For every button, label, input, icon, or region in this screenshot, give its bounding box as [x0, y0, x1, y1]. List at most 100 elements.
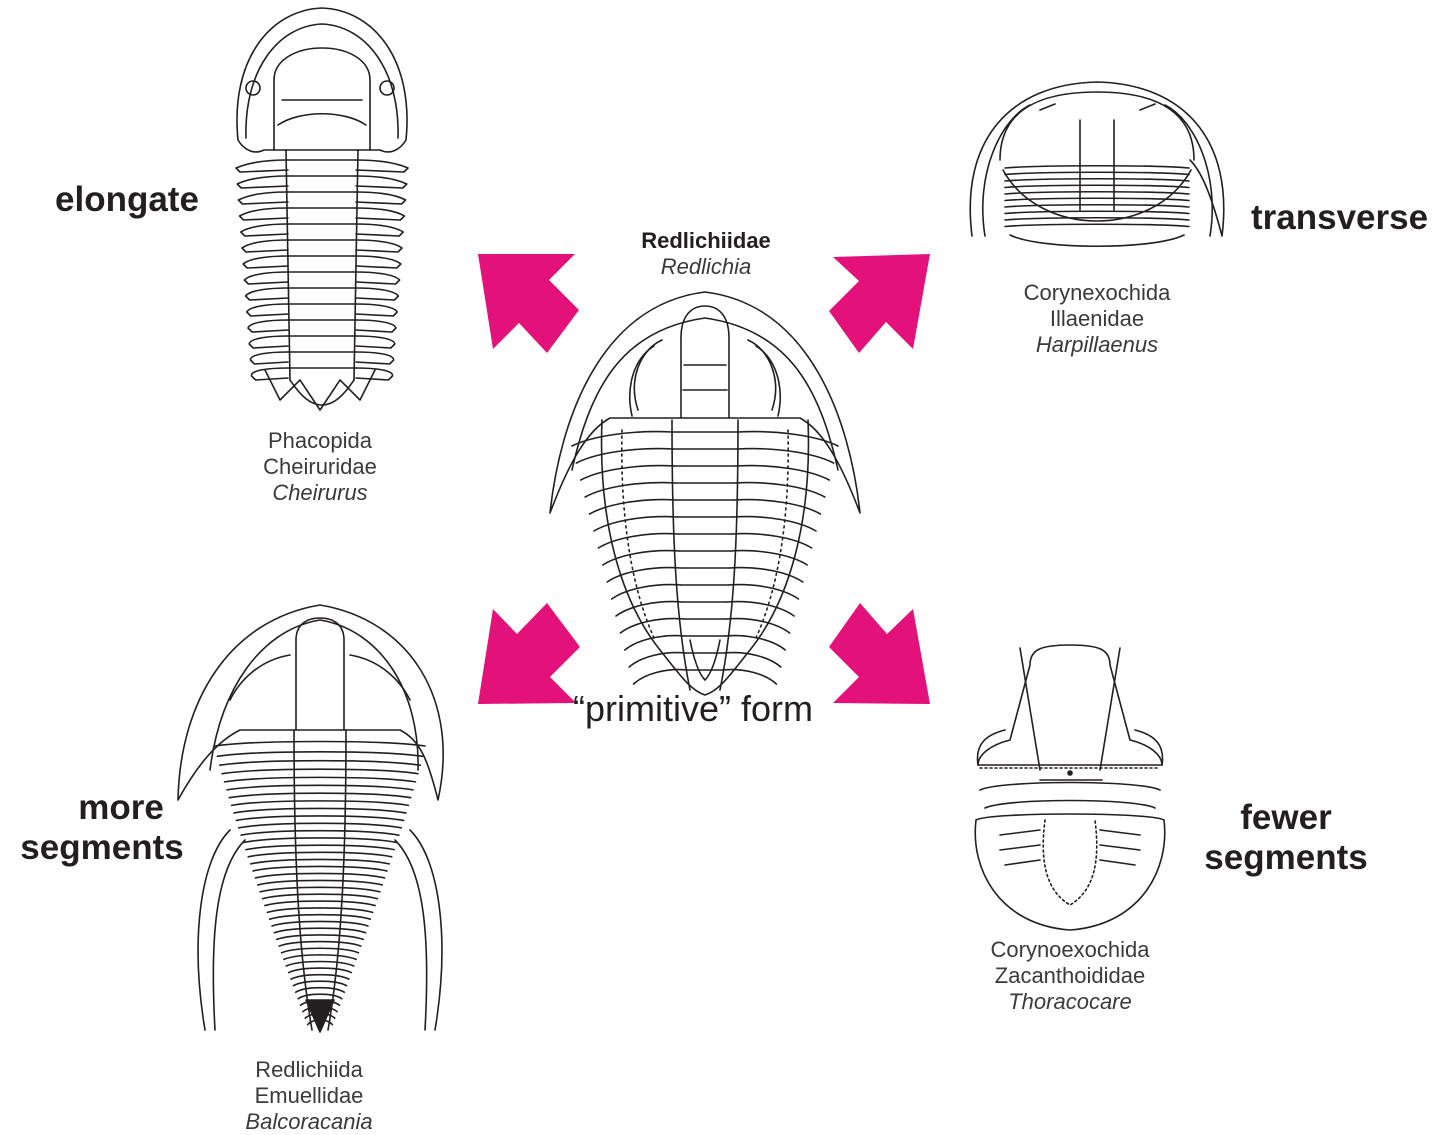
label-transverse: transverse	[1251, 198, 1428, 238]
caption-cheirurus-order: Phacopida	[220, 428, 420, 454]
pleura-right	[735, 483, 825, 497]
cheirurus-illustration	[236, 8, 408, 410]
caption-cheirurus-genus: Cheirurus	[220, 480, 420, 506]
thoracic-band	[1005, 166, 1189, 168]
thoracic-segment	[286, 961, 354, 966]
pleura-right	[356, 336, 395, 348]
thoracic-segment	[229, 793, 411, 798]
thoracic-segment	[263, 894, 378, 899]
thoracic-segment	[244, 838, 397, 843]
thoracocare-illustration	[975, 645, 1164, 930]
thoracic-band	[1005, 205, 1189, 207]
thoracic-segment	[239, 823, 402, 828]
thoracic-segment	[282, 948, 359, 953]
pleura-left	[242, 240, 288, 252]
pleura-right	[356, 160, 408, 172]
thoracic-band	[1005, 185, 1189, 187]
thoracic-segment	[225, 777, 416, 782]
label-fewer-segments-line1: fewer	[1197, 798, 1375, 838]
caption-balcoracania-order: Redlichiida	[209, 1057, 409, 1083]
caption-harpillaenus-genus: Harpillaenus	[997, 332, 1197, 358]
pleura-right	[737, 449, 834, 463]
thoracic-segment	[298, 994, 342, 999]
thoracic-segment	[296, 988, 345, 993]
label-more-segments-line2: segments	[14, 828, 190, 868]
thoracic-segment	[272, 921, 368, 926]
pleura-left	[247, 304, 288, 316]
thoracic-band	[1005, 218, 1189, 220]
pleura-right	[356, 240, 402, 252]
pleura-left	[620, 619, 683, 633]
thoracic-segment	[241, 831, 399, 836]
pleura-left	[237, 176, 288, 188]
label-more-segments: more segments	[52, 788, 190, 868]
pleura-left	[241, 224, 288, 236]
pleura-right	[726, 619, 789, 633]
caption-harpillaenus-order: Corynexochida	[997, 280, 1197, 306]
caption-harpillaenus: Corynexochida Illaenidae Harpillaenus	[997, 280, 1197, 358]
pleura-left	[616, 602, 683, 616]
caption-thoracocare-family: Zacanthoididae	[955, 963, 1185, 989]
caption-redlichia-family: Redlichiidae	[602, 228, 810, 254]
pleura-left	[244, 272, 288, 284]
caption-balcoracania-family: Emuellidae	[209, 1083, 409, 1109]
arrow-up-right	[829, 254, 930, 353]
pleura-right	[734, 500, 821, 514]
thoracic-segment	[253, 866, 387, 871]
thoracic-segment	[232, 801, 409, 806]
thoracic-segment	[222, 769, 418, 774]
caption-thoracocare-order: Corynoexochida	[955, 937, 1185, 963]
pleura-right	[356, 288, 398, 300]
thoracic-segment	[251, 859, 390, 864]
harpillaenus-illustration	[970, 82, 1224, 246]
arrow-down-left	[478, 603, 580, 704]
arrow-up-left	[478, 254, 579, 353]
thoracic-segment	[267, 908, 373, 913]
label-elongate: elongate	[55, 180, 199, 220]
thoracic-band	[1005, 179, 1189, 181]
pleura-left	[612, 585, 682, 599]
thoracic-segment	[220, 761, 421, 766]
pleura-left	[634, 670, 687, 684]
thoracic-segment	[246, 845, 394, 850]
caption-thoracocare: Corynoexochida Zacanthoididae Thoracocar…	[955, 937, 1185, 1015]
caption-harpillaenus-family: Illaenidae	[997, 306, 1197, 332]
pleura-right	[728, 585, 798, 599]
thoracic-segment	[274, 928, 365, 933]
thoracic-segment	[284, 955, 356, 960]
pleura-right	[723, 670, 776, 684]
thoracic-band	[1005, 211, 1189, 213]
thoracic-segment	[279, 942, 361, 947]
pleura-left	[581, 466, 674, 480]
thoracic-segment	[215, 742, 425, 747]
label-fewer-segments-line2: segments	[1197, 838, 1375, 878]
thoracic-segment	[227, 785, 413, 790]
pleura-right	[727, 602, 794, 616]
thoracic-band	[1005, 192, 1189, 194]
pleura-left	[238, 192, 288, 204]
caption-redlichia: Redlichiidae Redlichia	[602, 228, 810, 280]
pleura-right	[356, 272, 400, 284]
thoracic-segment	[248, 852, 392, 857]
thoracic-band	[1005, 172, 1189, 174]
pleura-left	[248, 320, 288, 332]
pleura-right	[356, 256, 401, 268]
thoracic-segment	[236, 816, 403, 821]
pleura-left	[236, 160, 288, 172]
label-primitive-form: “primitive” form	[573, 688, 813, 730]
redlichia-illustration	[550, 292, 860, 695]
pleura-right	[356, 176, 407, 188]
caption-cheirurus-family: Cheiruridae	[220, 454, 420, 480]
pleura-left	[585, 483, 675, 497]
pleura-right	[724, 653, 781, 667]
caption-cheirurus: Phacopida Cheiruridae Cheirurus	[220, 428, 420, 506]
pleura-left	[246, 288, 288, 300]
arrow-down-right	[829, 603, 930, 704]
thoracic-segment	[255, 873, 384, 878]
thoracic-segment	[258, 880, 383, 885]
caption-balcoracania-genus: Balcoracania	[209, 1109, 409, 1135]
thoracic-segment	[217, 752, 422, 757]
pleura-left	[250, 352, 288, 364]
pleura-left	[607, 568, 680, 582]
label-fewer-segments: fewer segments	[1197, 798, 1375, 878]
